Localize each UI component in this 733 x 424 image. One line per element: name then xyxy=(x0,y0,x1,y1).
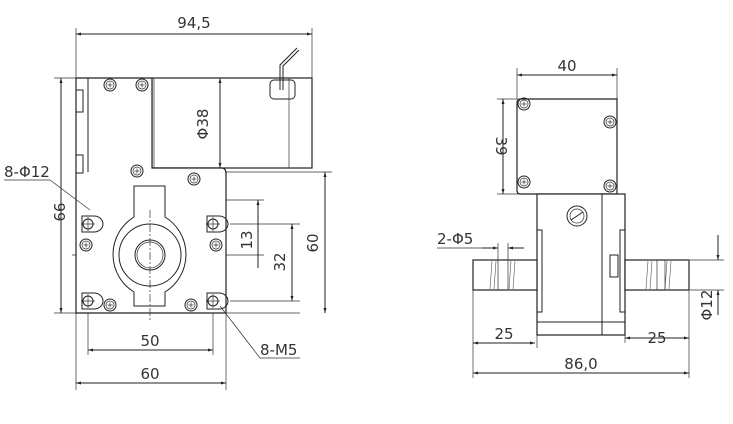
side-gearbox xyxy=(536,193,626,336)
dim-motor-height: 39 xyxy=(492,136,510,155)
dim-offset-32: 32 xyxy=(271,252,289,271)
dim-shaft-right-length: 25 xyxy=(647,329,666,347)
label-mount-holes: 8-Φ12 xyxy=(4,163,50,181)
left-shaft xyxy=(472,259,538,291)
label-thread-holes: 8-M5 xyxy=(260,341,297,359)
dim-overall-width: 86,0 xyxy=(564,355,597,373)
dim-motor-width: 40 xyxy=(557,57,576,75)
lead-wire xyxy=(279,47,300,90)
dim-hole-spacing: 50 xyxy=(140,332,159,350)
label-pin-holes: 2-Φ5 xyxy=(437,230,473,248)
front-view: 94,5 99 Φ38 8-Φ12 60 13 32 50 60 8-M5 xyxy=(4,14,332,390)
side-motor-body xyxy=(516,98,618,195)
dim-offset-13: 13 xyxy=(238,230,256,249)
dim-shaft-diameter: Φ12 xyxy=(698,290,716,321)
dim-overall-height: 99 xyxy=(50,202,68,221)
dim-gearbox-width: 60 xyxy=(140,365,159,383)
dim-overall-length: 94,5 xyxy=(177,14,210,32)
dim-gearbox-height: 60 xyxy=(304,233,322,252)
side-view: 40 39 2-Φ5 Φ12 25 25 86,0 xyxy=(437,57,724,378)
output-hub xyxy=(112,185,187,307)
dim-shaft-left-length: 25 xyxy=(494,325,513,343)
motor-body xyxy=(151,77,313,169)
dim-motor-diameter: Φ38 xyxy=(194,109,212,140)
